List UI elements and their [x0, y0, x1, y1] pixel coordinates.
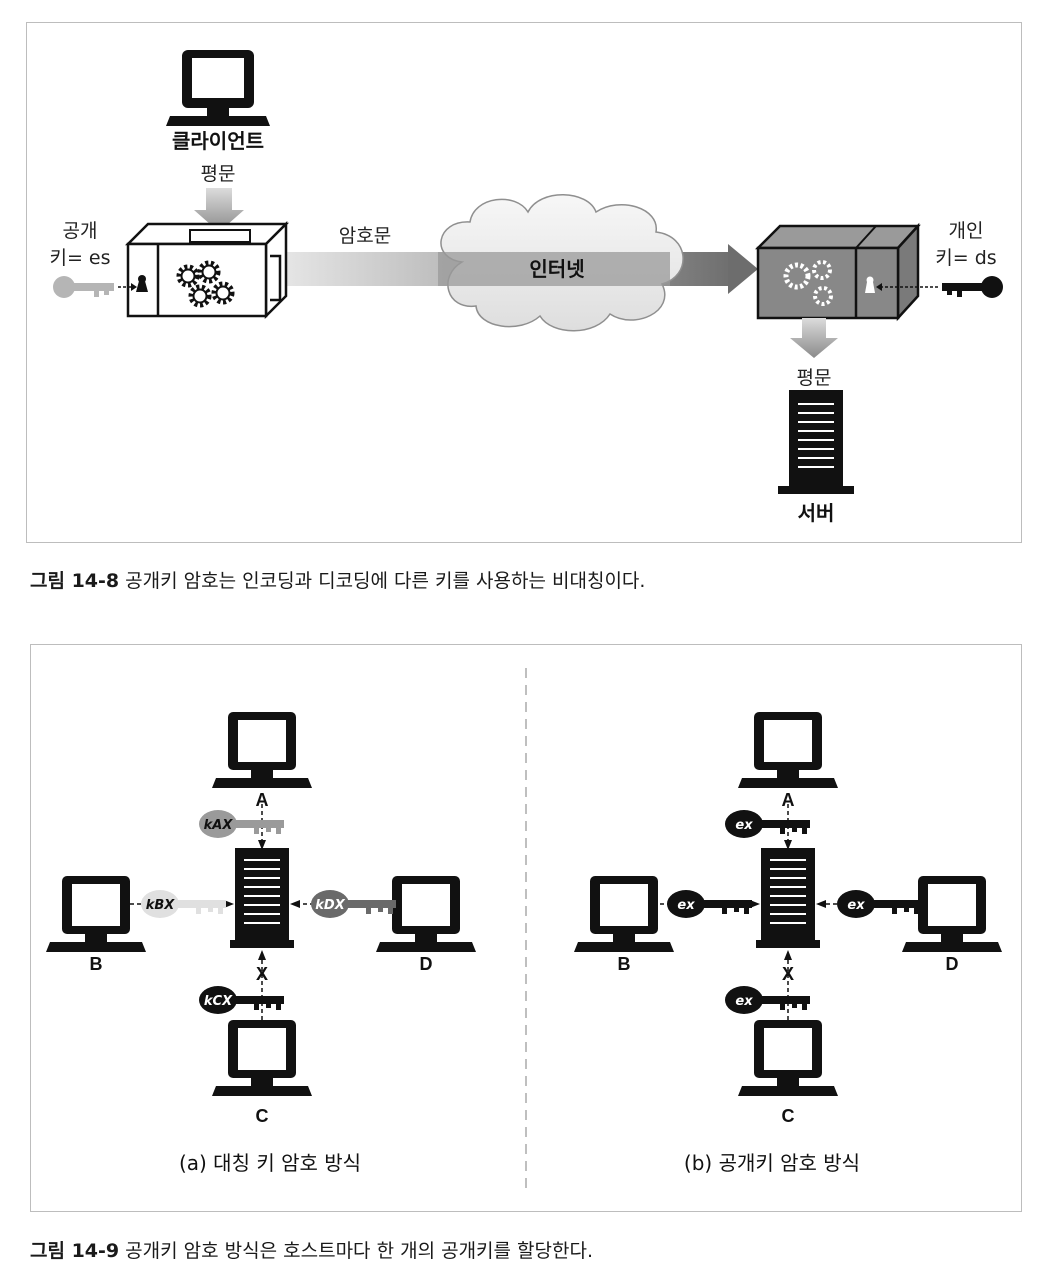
key-label-kcx: kCX	[204, 994, 233, 1009]
monitor-icon	[574, 876, 674, 952]
monitor-icon	[46, 876, 146, 952]
gear-icon	[783, 260, 833, 306]
encrypt-machine	[124, 220, 290, 320]
ciphertext-label: 암호문	[339, 225, 391, 247]
node-label-a: A	[256, 790, 269, 810]
caption-number: 그림 14-9	[30, 1240, 120, 1262]
client-monitor-icon	[166, 50, 270, 126]
node-label-b: B	[90, 954, 103, 974]
key-label-kbx: kBX	[146, 898, 176, 913]
decrypt-machine	[754, 222, 921, 322]
private-key-label-line2: 키= ds	[935, 247, 996, 269]
key-label-kdx: kDX	[315, 898, 345, 913]
node-label-c: C	[256, 1106, 269, 1126]
monitor-icon	[738, 712, 838, 788]
server-label: 서버	[798, 501, 835, 525]
public-key-label-line2: 키= es	[49, 247, 110, 269]
server-icon	[778, 390, 854, 494]
keyhole-icon	[865, 276, 875, 293]
key-label-ex-a: ex	[735, 818, 753, 833]
panel-a-subtitle: (a) 대칭 키 암호 방식	[179, 1151, 361, 1175]
caption-number: 그림 14-8	[30, 570, 120, 592]
private-key-label-line1: 개인	[949, 220, 984, 242]
panel-b-subtitle: (b) 공개키 암호 방식	[684, 1151, 860, 1175]
node-label-x: X	[782, 964, 794, 984]
node-label-d: D	[946, 954, 959, 974]
key-label-ex-d: ex	[847, 898, 865, 913]
client-label: 클라이언트	[172, 129, 264, 153]
panel-b: ex ex ex ex A B D X C (b) 공개키 암호 방식	[574, 712, 1002, 1175]
key-label-kax: kAX	[204, 818, 234, 833]
plaintext-out-label: 평문	[797, 367, 832, 389]
panel-a: kAX kBX kDX kCX A B D X C (a) 대칭 키 암호 방식	[46, 712, 476, 1175]
node-label-a: A	[782, 790, 795, 810]
keyhole-icon	[136, 275, 148, 292]
plaintext-in-arrow-icon	[194, 188, 244, 232]
key-label-ex-c: ex	[735, 994, 753, 1009]
monitor-icon	[738, 1020, 838, 1096]
beam-arrow-icon	[728, 244, 758, 294]
caption-text: 공개키 암호는 인코딩과 디코딩에 다른 키를 사용하는 비대칭이다.	[119, 570, 646, 592]
internet-cloud-icon	[438, 194, 684, 332]
internet-label: 인터넷	[529, 257, 584, 281]
figure-14-8-caption: 그림 14-8 공개키 암호는 인코딩과 디코딩에 다른 키를 사용하는 비대칭…	[30, 566, 645, 593]
public-key-label-line1: 공개	[63, 220, 98, 242]
monitor-icon	[212, 1020, 312, 1096]
figure-14-9-caption: 그림 14-9 공개키 암호 방식은 호스트마다 한 개의 공개키를 할당한다.	[30, 1236, 593, 1263]
node-label-x: X	[256, 964, 268, 984]
plaintext-in-label: 평문	[201, 163, 236, 185]
server-icon	[229, 847, 295, 949]
key-label-ex-b: ex	[677, 898, 695, 913]
node-label-d: D	[420, 954, 433, 974]
monitor-icon	[212, 712, 312, 788]
caption-text: 공개키 암호 방식은 호스트마다 한 개의 공개키를 할당한다.	[119, 1240, 594, 1262]
node-label-c: C	[782, 1106, 795, 1126]
node-label-b: B	[618, 954, 631, 974]
plaintext-out-arrow-icon	[790, 318, 838, 358]
figure-14-8-diagram: 클라이언트 평문 인터넷 암호문 공개 키= es	[49, 50, 1003, 525]
server-icon	[755, 847, 821, 949]
